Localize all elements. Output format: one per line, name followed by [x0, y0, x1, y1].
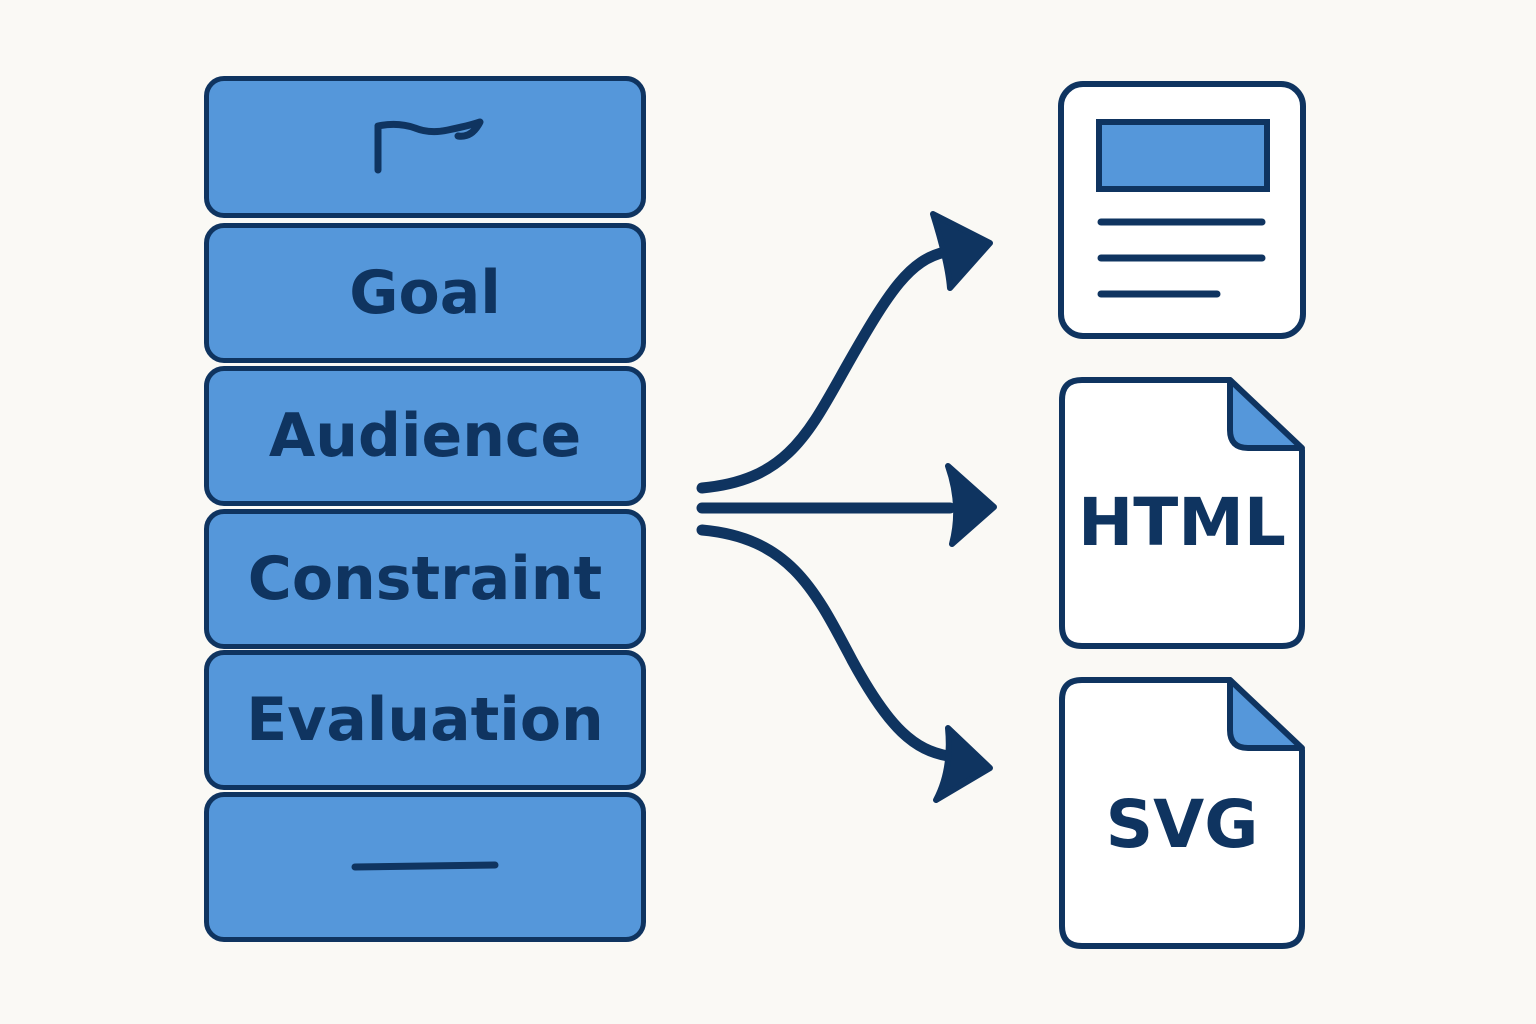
svg-file-icon [1059, 677, 1305, 949]
html-file-icon [1059, 377, 1305, 649]
stack-block-audience: Audience [204, 366, 646, 506]
stack-block-bottom [204, 792, 646, 942]
audience-label: Audience [268, 401, 582, 471]
evaluation-label: Evaluation [246, 685, 604, 755]
arrow-to-document [696, 246, 951, 494]
document-layout-icon [1058, 81, 1306, 339]
stack-block-evaluation: Evaluation [204, 650, 646, 790]
arrow-to-svg [696, 524, 954, 762]
arrowhead-down-icon [933, 725, 993, 803]
stack-block-goal: Goal [204, 223, 646, 363]
html-file: HTML [1062, 380, 1302, 646]
html-label: HTML [1078, 484, 1286, 561]
goal-label: Goal [349, 258, 501, 328]
constraint-label: Constraint [247, 544, 603, 614]
line-icon [351, 861, 499, 871]
flag-squiggle-icon [374, 118, 484, 174]
arrowhead-right-icon [945, 463, 997, 547]
svg-file: SVG [1062, 680, 1302, 946]
stack-block-constraint: Constraint [204, 509, 646, 649]
stack-block-top [204, 76, 646, 218]
arrowhead-up-icon [930, 211, 993, 291]
svg-label: SVG [1105, 786, 1259, 863]
